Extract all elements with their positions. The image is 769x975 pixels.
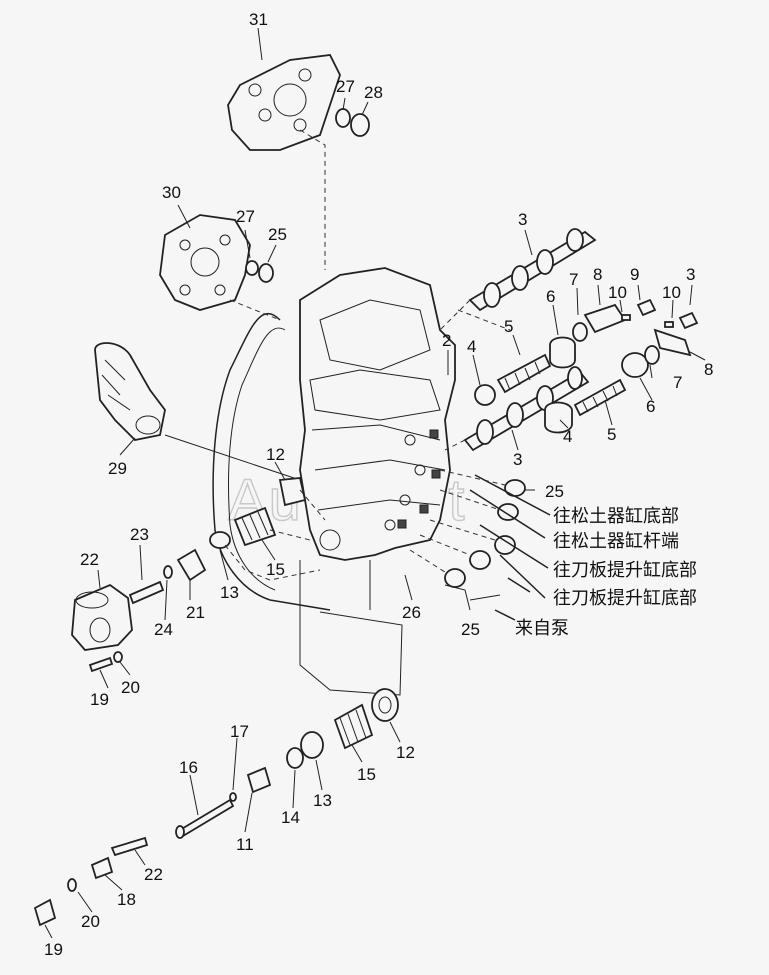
callout-25-b: 25 bbox=[545, 482, 564, 501]
callout-30: 30 bbox=[162, 183, 181, 202]
lower-spool-assembly bbox=[463, 311, 699, 452]
callout-12-b: 12 bbox=[396, 743, 415, 762]
callout-28: 28 bbox=[364, 83, 383, 102]
callout-23: 23 bbox=[130, 525, 149, 544]
gasket-outline bbox=[212, 313, 331, 611]
lower-exploded-parts bbox=[33, 688, 399, 927]
callout-3-c: 3 bbox=[513, 450, 522, 469]
callout-8-b: 8 bbox=[704, 360, 713, 379]
valve-body bbox=[299, 267, 456, 561]
callout-15: 15 bbox=[266, 560, 285, 579]
annotation-ripper-rod: 往松土器缸杆端 bbox=[553, 530, 679, 552]
callout-10: 10 bbox=[608, 283, 627, 302]
callout-14: 14 bbox=[281, 808, 300, 827]
callout-29: 29 bbox=[108, 459, 127, 478]
callout-25-c: 25 bbox=[461, 620, 480, 639]
callout-20-b: 20 bbox=[81, 912, 100, 931]
callout-3: 3 bbox=[518, 210, 527, 229]
part-30-cover bbox=[159, 214, 251, 311]
callout-5: 5 bbox=[504, 317, 513, 336]
callout-19-b: 19 bbox=[44, 940, 63, 959]
callout-4-b: 4 bbox=[563, 427, 572, 446]
annotation-blade-lift-bottom-1: 往刀板提升缸底部 bbox=[553, 559, 697, 581]
annotation-blade-lift-bottom-2: 往刀板提升缸底部 bbox=[553, 587, 697, 609]
callout-2: 2 bbox=[442, 331, 451, 350]
part-31-cover bbox=[227, 54, 341, 151]
callout-31: 31 bbox=[249, 10, 268, 29]
callout-7: 7 bbox=[569, 270, 578, 289]
callout-17: 17 bbox=[230, 722, 249, 741]
callout-3-b: 3 bbox=[686, 265, 695, 284]
annotation-from-pump: 来自泵 bbox=[515, 618, 569, 639]
callout-8: 8 bbox=[593, 265, 602, 284]
port-annotations: 往松土器缸底部 往松土器缸杆端 往刀板提升缸底部 往刀板提升缸底部 来自泵 bbox=[515, 505, 697, 639]
annotation-arrows bbox=[469, 474, 551, 621]
callout-22-b: 22 bbox=[144, 865, 163, 884]
callout-22: 22 bbox=[80, 550, 99, 569]
callout-11: 11 bbox=[236, 835, 254, 854]
callout-13: 13 bbox=[220, 583, 239, 602]
callout-9: 9 bbox=[630, 265, 639, 284]
callout-13-b: 13 bbox=[313, 791, 332, 810]
callout-27-b: 27 bbox=[236, 207, 255, 226]
callout-5-b: 5 bbox=[607, 425, 616, 444]
callout-6-b: 6 bbox=[646, 397, 655, 416]
callout-6: 6 bbox=[546, 287, 555, 306]
callout-18: 18 bbox=[117, 890, 136, 909]
callout-27: 27 bbox=[336, 77, 355, 96]
callout-4: 4 bbox=[467, 337, 476, 356]
callout-15-b: 15 bbox=[357, 765, 376, 784]
callout-26: 26 bbox=[402, 603, 421, 622]
callout-24: 24 bbox=[154, 620, 173, 639]
upper-spool-assembly bbox=[468, 228, 657, 406]
part-29-elbow bbox=[94, 342, 166, 441]
o-rings-25-right bbox=[444, 479, 526, 588]
callout-10-b: 10 bbox=[662, 283, 681, 302]
callout-7-b: 7 bbox=[673, 373, 682, 392]
callout-19: 19 bbox=[90, 690, 109, 709]
callout-12: 12 bbox=[266, 445, 285, 464]
leader-lines bbox=[44, 27, 706, 939]
callout-20: 20 bbox=[121, 678, 140, 697]
callout-25: 25 bbox=[268, 225, 287, 244]
left-fittings bbox=[163, 477, 307, 582]
part-22-block bbox=[71, 580, 165, 651]
callout-labels: 31 27 28 30 27 25 3 8 9 3 7 10 10 6 5 4 … bbox=[44, 10, 713, 959]
annotation-ripper-bottom: 往松土器缸底部 bbox=[553, 505, 679, 527]
callout-16: 16 bbox=[179, 758, 198, 777]
callout-21: 21 bbox=[186, 603, 205, 622]
